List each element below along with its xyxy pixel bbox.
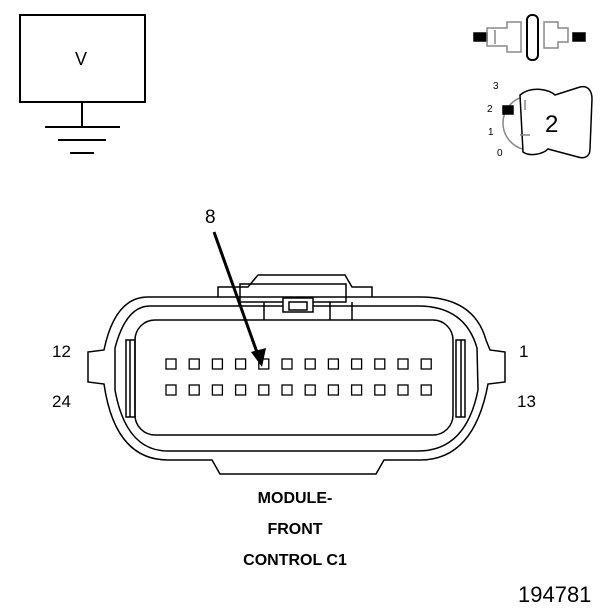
pin-cavity <box>397 358 409 370</box>
key-position-3: 3 <box>493 81 499 92</box>
pin-cavity <box>211 384 224 396</box>
pin-cavity <box>281 384 293 396</box>
pin-cavity <box>234 358 247 370</box>
key-position-2: 2 <box>487 104 493 115</box>
pin-cavity <box>374 384 386 396</box>
pin-8-callout-arrow <box>212 231 266 367</box>
pin-cavity <box>420 358 432 370</box>
pin-cavity <box>327 358 340 370</box>
pin-cavity <box>304 358 316 370</box>
voltmeter-label: V <box>75 49 88 69</box>
connector-caption-line-2: FRONT <box>267 521 323 538</box>
connector-housing <box>87 274 506 475</box>
pin-cavity <box>258 358 270 370</box>
key-selected-position: 2 <box>545 111 559 138</box>
pin-cavity <box>350 384 363 396</box>
key-position-1: 1 <box>488 127 494 138</box>
key-position-0: 0 <box>497 148 503 159</box>
pin-cavity <box>397 384 409 396</box>
pin-cavity <box>374 358 386 370</box>
pin-cavity <box>304 384 316 396</box>
pin-cavity-grid <box>165 358 432 396</box>
pin-cavity <box>165 384 177 396</box>
pin-label-top-left: 12 <box>52 342 71 361</box>
pin-cavity <box>188 358 200 370</box>
pin-cavity <box>258 384 270 396</box>
pin-label-bottom-left: 24 <box>52 392 71 411</box>
pin-cavity <box>234 384 247 396</box>
figure-number: 194781 <box>518 582 592 607</box>
pin-cavity <box>281 358 293 370</box>
pin-cavity <box>327 384 340 396</box>
callout-pin-number: 8 <box>205 207 216 228</box>
voltmeter-symbol <box>19 14 146 154</box>
connector-caption-line-3: CONTROL C1 <box>243 552 347 569</box>
disconnected-connector-icon <box>473 14 586 61</box>
ignition-key-icon <box>502 85 593 159</box>
pin-cavity <box>350 358 363 370</box>
pin-cavity <box>188 384 200 396</box>
pin-cavity <box>165 358 177 370</box>
pin-label-bottom-right: 13 <box>517 392 536 411</box>
connector-caption-line-1: MODULE- <box>257 490 333 507</box>
pin-cavity <box>420 384 432 396</box>
pin-label-top-right: 1 <box>519 342 529 361</box>
pin-cavity <box>211 358 224 370</box>
